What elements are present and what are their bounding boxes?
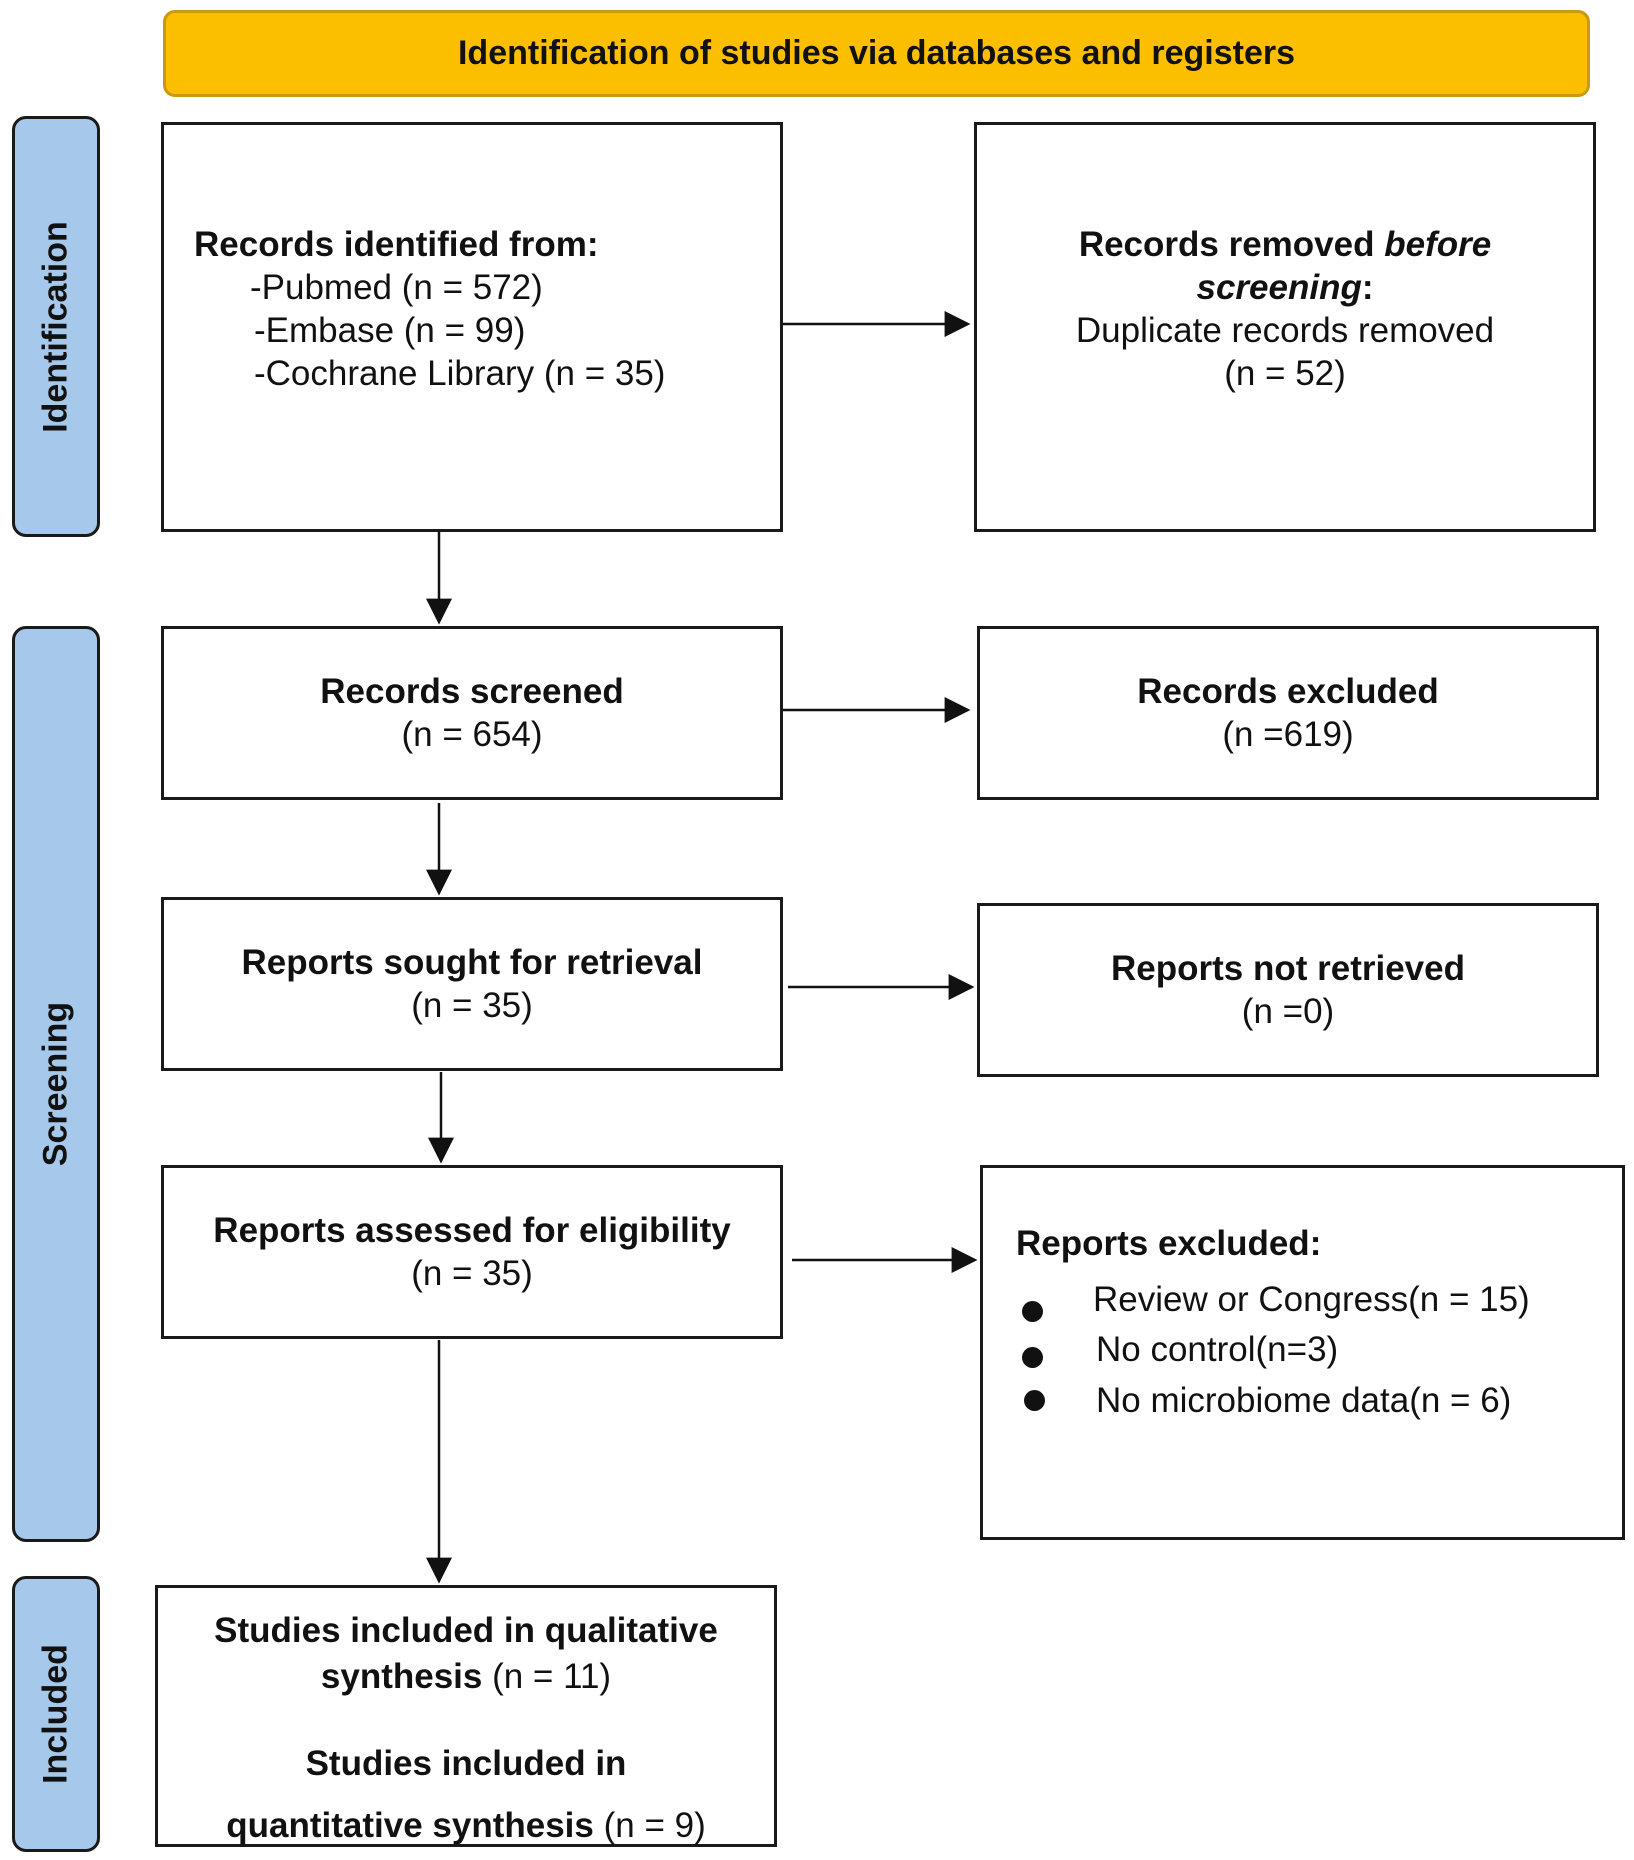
reports-sought-count: (n = 35) xyxy=(411,986,533,1025)
source-pubmed: -Pubmed (n = 572) xyxy=(250,268,543,307)
quantitative-line2: quantitative synthesis xyxy=(226,1806,594,1845)
records-screened-title: Records screened xyxy=(320,672,624,711)
studies-included-box: Studies included in qualitative synthesi… xyxy=(155,1585,777,1847)
records-removed-colon: : xyxy=(1361,268,1374,307)
reports-not-retrieved-box: Reports not retrieved (n =0) xyxy=(977,903,1599,1077)
exclusion-reason-no-control: No control(n=3) xyxy=(1096,1330,1339,1369)
diagram-header: Identification of studies via databases … xyxy=(163,10,1590,97)
source-embase: -Embase (n = 99) xyxy=(254,311,526,350)
reports-assessed-title: Reports assessed for eligibility xyxy=(213,1211,731,1250)
reports-assessed-count: (n = 35) xyxy=(411,1254,533,1293)
records-excluded-title: Records excluded xyxy=(1137,672,1439,711)
records-removed-box: Records removed before screening: Duplic… xyxy=(974,122,1596,532)
duplicates-removed-count: (n = 52) xyxy=(1224,354,1346,393)
reports-assessed-box: Reports assessed for eligibility (n = 35… xyxy=(161,1165,783,1339)
phase-screening: Screening xyxy=(12,626,100,1542)
qualitative-count: (n = 11) xyxy=(482,1657,612,1696)
reports-not-retrieved-count: (n =0) xyxy=(1241,992,1335,1031)
bullet-icon xyxy=(1024,1390,1045,1411)
exclusion-reason-review: Review or Congress(n = 15) xyxy=(1093,1280,1530,1319)
qualitative-line2: synthesis xyxy=(320,1657,483,1696)
bullet-icon xyxy=(1022,1347,1043,1368)
source-cochrane: -Cochrane Library (n = 35) xyxy=(254,354,666,393)
header-title: Identification of studies via databases … xyxy=(457,34,1296,72)
records-excluded-count: (n =619) xyxy=(1222,715,1354,754)
qualitative-line1: Studies included in qualitative xyxy=(214,1611,718,1650)
quantitative-line1: Studies included in xyxy=(305,1744,627,1783)
records-identified-box: Records identified from: -Pubmed (n = 57… xyxy=(161,122,783,532)
reports-sought-title: Reports sought for retrieval xyxy=(241,943,703,982)
records-removed-italic: before screening xyxy=(1196,225,1492,307)
phase-included: Included xyxy=(12,1576,100,1852)
records-excluded-box: Records excluded (n =619) xyxy=(977,626,1599,800)
records-screened-box: Records screened (n = 654) xyxy=(161,626,783,800)
exclusion-reason-no-microbiome: No microbiome data(n = 6) xyxy=(1096,1381,1512,1420)
quantitative-count: (n = 9) xyxy=(593,1806,706,1845)
reports-not-retrieved-title: Reports not retrieved xyxy=(1111,949,1465,988)
phase-identification: Identification xyxy=(12,116,100,537)
records-removed-title: Records removed xyxy=(1078,225,1385,264)
reports-excluded-box: Reports excluded: Review or Congress(n =… xyxy=(980,1165,1625,1540)
records-identified-title: Records identified from: xyxy=(194,225,599,264)
reports-sought-box: Reports sought for retrieval (n = 35) xyxy=(161,897,783,1071)
reports-excluded-title: Reports excluded: xyxy=(1016,1224,1322,1263)
records-screened-count: (n = 654) xyxy=(401,715,543,754)
duplicates-removed-label: Duplicate records removed xyxy=(1075,311,1495,350)
bullet-icon xyxy=(1022,1301,1043,1322)
